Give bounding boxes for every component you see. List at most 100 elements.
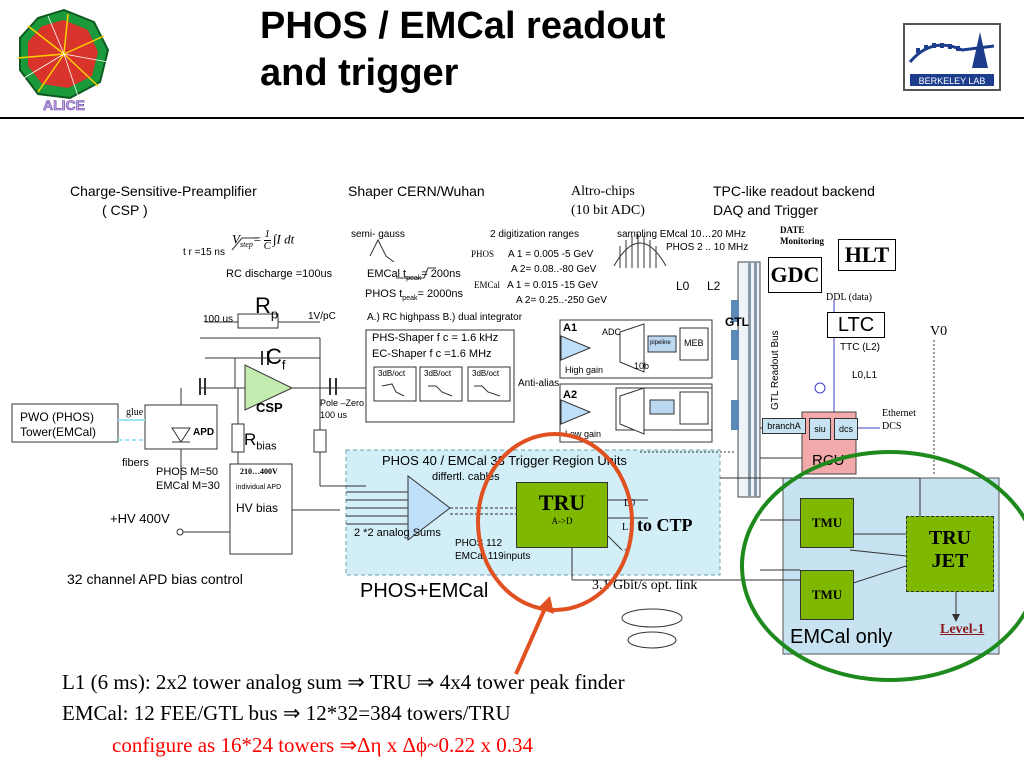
pwo-label: PWO (PHOS): [20, 410, 94, 424]
alice-logo-text: ALICE: [43, 97, 85, 112]
low-gain: Low gain: [565, 429, 602, 439]
tru-l0: L0: [624, 498, 636, 509]
phos-a1: A 1 = 0.005 -5 GeV: [508, 249, 594, 260]
phos-m: PHOS M=50: [156, 466, 219, 478]
rbias-label: Rbias: [244, 430, 277, 453]
altro-sub: (10 bit ADC): [571, 203, 645, 218]
meb-label: MEB: [684, 338, 704, 348]
apd-label: APD: [193, 427, 215, 438]
analog-sums: 2 *2 analog Sums: [354, 527, 441, 539]
emcal-m: EMCal M=30: [156, 480, 220, 492]
highpass-label: A.) RC highpass B.) dual integrator: [367, 312, 523, 323]
tpc-heading: TPC-like readout backend: [713, 183, 875, 199]
v0-label: V0: [930, 324, 948, 339]
phos-range-label: PHOS: [471, 249, 495, 259]
tpc-sub: DAQ and Trigger: [713, 202, 819, 218]
ttc-label: TTC (L2): [840, 342, 880, 353]
altro-heading: Altro-chips: [571, 184, 635, 199]
shaper-heading: Shaper CERN/Wuhan: [348, 183, 485, 199]
emcal-only-label: EMCal only: [790, 626, 893, 648]
db-oct-3: 3dB/oct: [472, 369, 500, 378]
sampling-emcal: sampling EMcal 10…20 MHz: [617, 229, 746, 240]
berkeley-lab-logo: BERKELEY LAB: [903, 23, 1001, 91]
semi-gauss: semi- gauss: [351, 229, 405, 240]
bottom-line3: configure as 16*24 towers ⇒Δη x Δϕ~0.22 …: [112, 733, 533, 757]
ethernet-label: Ethernet: [882, 408, 916, 419]
bottom-line2: EMCal: 12 FEE/GTL bus ⇒ 12*32=384 towers…: [62, 701, 511, 725]
rcu-label: RCU: [812, 452, 845, 469]
l0-label: L0: [676, 279, 690, 293]
alice-logo: ALICE: [17, 8, 110, 112]
dcs-box: dcs: [834, 418, 858, 440]
date-label: DATE: [780, 225, 805, 235]
phos-a2: A 2= 0.08..-80 GeV: [511, 264, 597, 275]
tmu-box-2: TMU: [800, 570, 854, 620]
cf-label: Cf: [266, 344, 286, 373]
hv-bias-label: HV bias: [236, 501, 279, 515]
ltc-box: LTC: [827, 312, 885, 338]
differtl-cables: differtl. cables: [432, 471, 500, 483]
tru-box: TRU A->D: [516, 482, 608, 548]
tru-l1: L1: [622, 522, 634, 533]
csp-abbrev: ( CSP ): [102, 202, 148, 218]
tru-jet-line1: TRU: [928, 527, 972, 549]
pole-zero: Pole –Zero: [320, 398, 365, 408]
phos-emcal-label: PHOS+EMCal: [360, 580, 489, 602]
tmu-box-1: TMU: [800, 498, 854, 548]
emcal-tpeak: EMCal tpeak= 200ns: [367, 268, 461, 283]
csp-label: CSP: [256, 400, 283, 415]
tru-jet-box: TRU JET: [906, 516, 994, 592]
pipeline-label: pipeline: [650, 340, 671, 346]
emcal-range-label: EMCal: [474, 280, 500, 290]
to-ctp: to CTP: [637, 515, 693, 535]
emcal-a2: A 2= 0.25..-250 GeV: [516, 295, 607, 306]
phos-tpeak: PHOS tpeak= 2000ns: [365, 288, 464, 303]
ethernet-dcs-label: DCS: [882, 421, 902, 432]
tru-three: 3: [624, 548, 629, 559]
pwo-box: [11, 403, 119, 443]
tru-jet-line2: JET: [931, 550, 969, 572]
siu-box: siu: [809, 418, 831, 440]
gtl-label: GTL: [725, 315, 749, 329]
emcal-119: EMCal 119inputs: [455, 551, 531, 562]
monitoring-label: Monitoring: [780, 236, 824, 246]
hv-400-label: +HV 400V: [110, 511, 170, 526]
db-oct-2: 3dB/oct: [424, 369, 452, 378]
sampling-phos: PHOS 2 .. 10 MHz: [666, 242, 749, 253]
digit-ranges: 2 digitization ranges: [490, 229, 579, 240]
time-100us: 100 us: [203, 314, 234, 325]
fibers-label: fibers: [122, 457, 149, 469]
glue-label: glue: [126, 407, 144, 418]
hlt-box: HLT: [838, 239, 896, 271]
trigger-region-title: PHOS 40 / EMCal 33 Trigger Region Units: [382, 453, 627, 468]
phs-shaper: PHS-Shaper f c = 1.6 kHz: [372, 332, 499, 344]
a2-label: A2: [563, 389, 578, 401]
high-gain: High gain: [565, 365, 604, 375]
pole-zero-time: 100 us: [320, 410, 348, 420]
adc-label: ADC: [602, 327, 622, 337]
level1-label: Level-1: [940, 622, 985, 637]
hv-individual: individual APD: [236, 484, 282, 491]
phos-112: PHOS 112: [455, 538, 503, 549]
rise-time: t r =15 ns: [183, 247, 225, 258]
bottom-line1: L1 (6 ms): 2x2 tower analog sum ⇒ TRU ⇒ …: [62, 670, 625, 694]
tru-sub-label: A->D: [551, 516, 573, 526]
rp-label: Rp: [255, 293, 279, 322]
opt-link-label: 3.1 Gbit/s opt. link: [592, 578, 698, 593]
slide-title-line1: PHOS / EMCal readout: [260, 5, 666, 47]
gdc-box: GDC: [768, 257, 822, 293]
hv-bias-box: [229, 463, 293, 555]
gtl-bus-label: GTL Readout Bus: [770, 330, 781, 410]
apd-bias-control: 32 channel APD bias control: [67, 571, 243, 587]
a1-label: A1: [563, 322, 578, 334]
branch-a-box: branchA: [762, 418, 806, 434]
pwo-label-2: Tower(EMCal): [20, 425, 97, 439]
db-oct-1: 3dB/oct: [378, 369, 406, 378]
berkeley-lab-logo-text: BERKELEY LAB: [919, 76, 986, 86]
rc-discharge: RC discharge =100us: [226, 268, 333, 280]
hv-range: 210…400V: [240, 467, 278, 476]
csp-heading: Charge-Sensitive-Preamplifier: [70, 183, 257, 199]
ddl-label: DDL (data): [826, 292, 872, 303]
